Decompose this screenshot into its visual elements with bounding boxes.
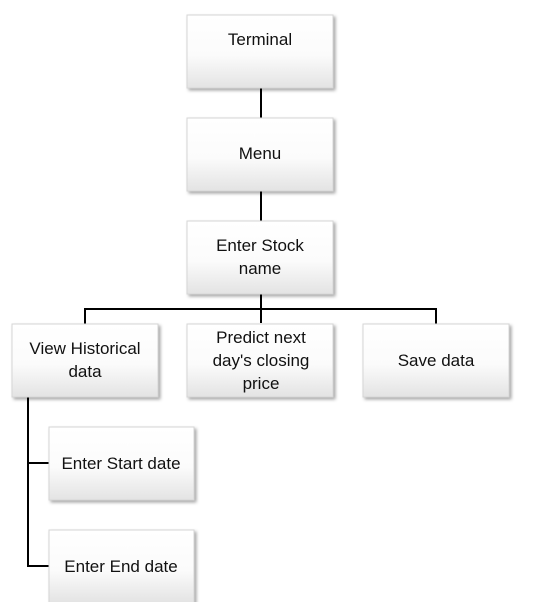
node-enter-stock-name-line-2: name xyxy=(239,259,282,278)
node-menu-label: Menu xyxy=(239,144,282,163)
node-enter-start-date: Enter Start date xyxy=(48,426,195,501)
node-view-historical-data-line-1: View Historical xyxy=(29,339,140,358)
node-predict-closing-price-line-3: price xyxy=(243,374,280,393)
node-view-historical-data: View Historical data xyxy=(11,323,159,398)
connectors xyxy=(27,88,437,567)
node-predict-closing-price: Predict next day's closing price xyxy=(186,323,334,398)
node-enter-start-date-label: Enter Start date xyxy=(61,454,180,473)
node-terminal: Terminal xyxy=(186,14,334,89)
node-predict-closing-price-line-2: day's closing xyxy=(213,351,310,370)
node-enter-stock-name-line-1: Enter Stock xyxy=(216,236,304,255)
node-save-data: Save data xyxy=(362,323,510,398)
node-menu: Menu xyxy=(186,117,334,192)
node-view-historical-data-line-2: data xyxy=(68,362,102,381)
node-enter-stock-name: Enter Stock name xyxy=(186,220,334,295)
node-enter-end-date-label: Enter End date xyxy=(64,557,177,576)
node-enter-end-date: Enter End date xyxy=(48,529,195,602)
node-terminal-label: Terminal xyxy=(228,30,292,49)
node-save-data-label: Save data xyxy=(398,351,475,370)
node-predict-closing-price-line-1: Predict next xyxy=(216,328,306,347)
